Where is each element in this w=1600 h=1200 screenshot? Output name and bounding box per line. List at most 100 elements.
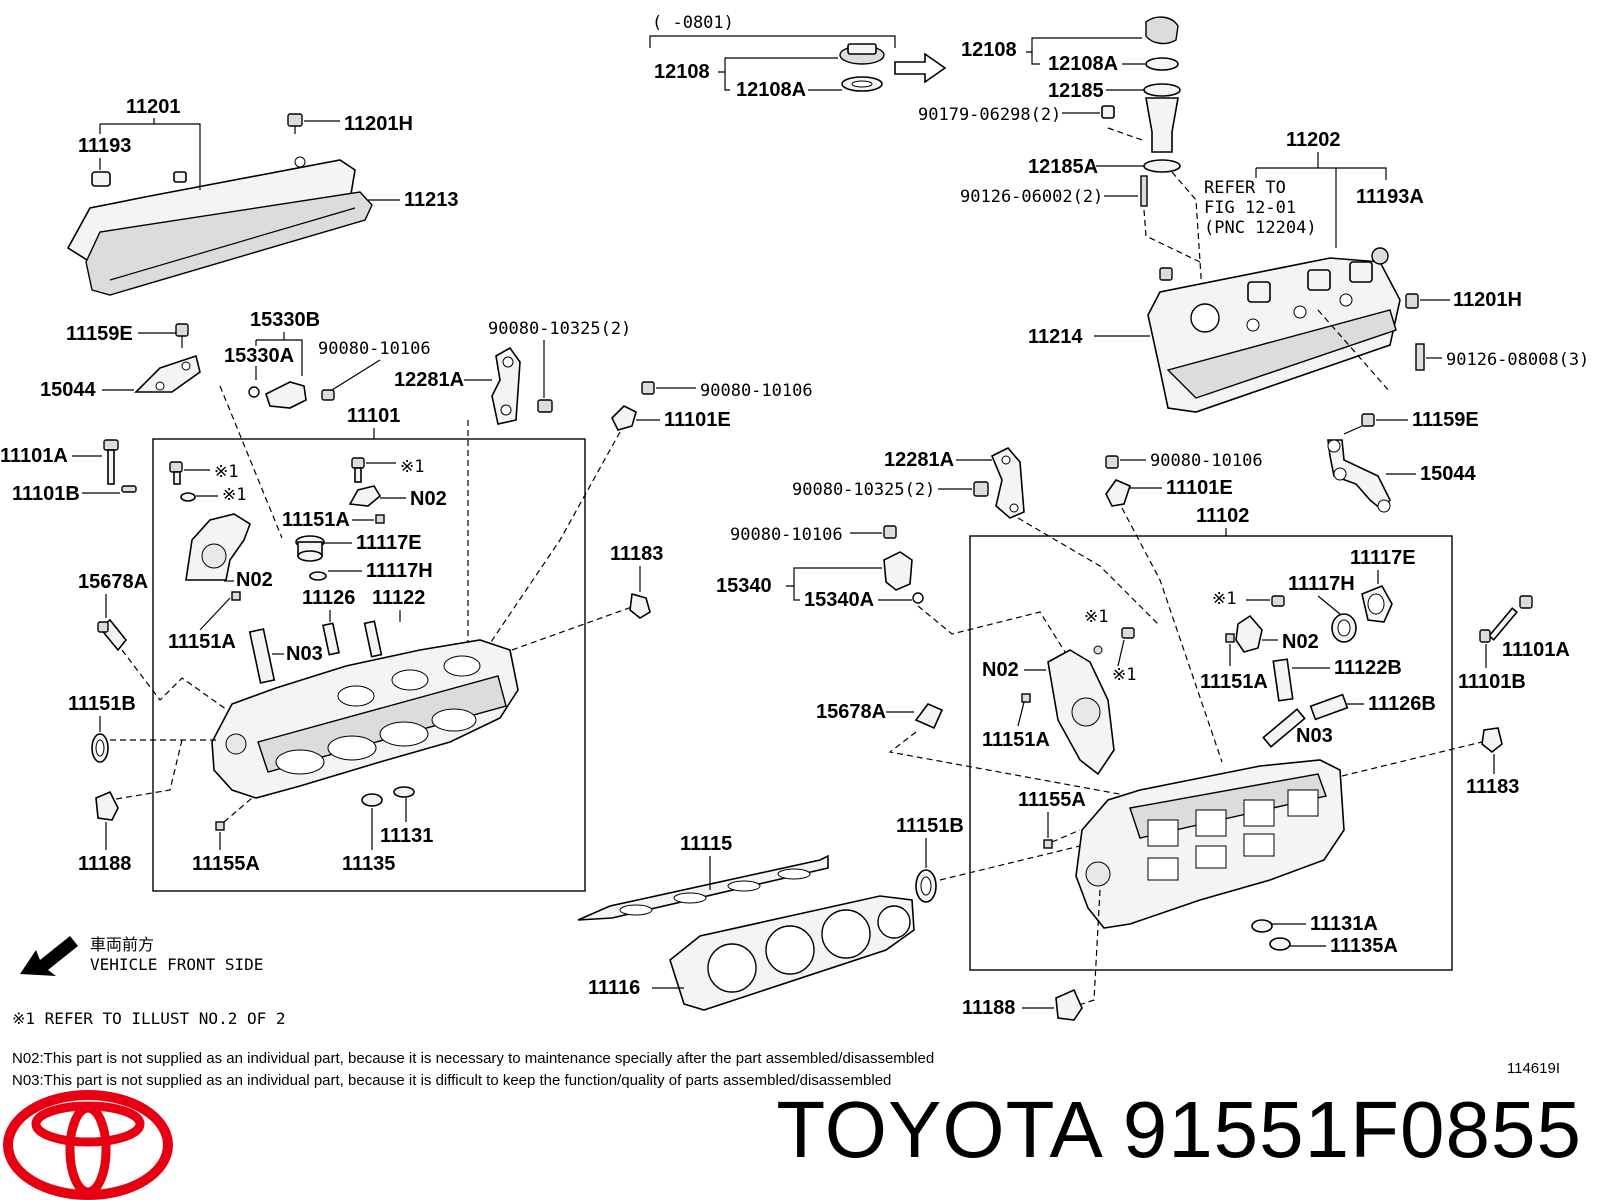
bolt-90080-10106-d [883, 525, 897, 539]
label-11201H-left: 11201H [344, 113, 413, 135]
dashed-11188-left [109, 739, 183, 801]
range-bracket [649, 35, 896, 48]
dashed-90179 [1107, 127, 1143, 141]
label-11116: 11116 [588, 977, 640, 999]
label-90080-10325-a: 90080-10325(2) [488, 319, 631, 339]
pin-11151A-a [375, 514, 385, 524]
plug-11183-right [1481, 727, 1503, 754]
dashed-11101E-right [1121, 507, 1223, 763]
label-15678A-right: 15678A [816, 701, 886, 723]
dashed-11101E-left [471, 431, 621, 671]
box-11102 [969, 535, 1453, 971]
dashed-11183-left [511, 603, 641, 651]
mark1-d: ※1 [1212, 589, 1236, 609]
label-90080-10106-b: 90080-10106 [700, 381, 813, 401]
label-11151A-c: 11151A [1200, 671, 1268, 693]
label-15044-left: 15044 [40, 379, 96, 401]
label-11202: 11202 [1286, 129, 1341, 151]
direction-en: VEHICLE FRONT SIDE [90, 955, 263, 974]
mark1-e: ※1 [1084, 607, 1108, 627]
label-12281A-right: 12281A [884, 449, 954, 471]
label-12108A-left: 12108A [736, 79, 806, 101]
seal-11151B-right [915, 869, 937, 903]
bracket-n02-c [1235, 614, 1263, 653]
label-15044-right: 15044 [1420, 463, 1476, 485]
leader-90080-10106-a [331, 359, 381, 391]
label-15678A-left: 15678A [78, 571, 148, 593]
label-11201: 11201 [126, 96, 181, 118]
bolt-90080-10106-b [641, 381, 655, 395]
dashed-11155A-left [223, 797, 253, 823]
label-11101: 11101 [347, 405, 400, 427]
dashed-ocv-left [219, 385, 283, 539]
leader-11151A-d [1017, 701, 1025, 727]
label-11135A: 11135A [1330, 935, 1398, 957]
note-refer-illust: ※1 REFER TO ILLUST NO.2 OF 2 [12, 1009, 286, 1028]
label-90080-10106-a: 90080-10106 [318, 339, 431, 359]
label-90080-10106-c: 90080-10106 [1150, 451, 1263, 471]
pin-11151A-c [1225, 633, 1235, 643]
label-12185: 12185 [1048, 80, 1104, 102]
bracket-15044-right [1327, 439, 1391, 513]
label-11101E-right: 11101E [1166, 477, 1233, 499]
tube-11126B [1309, 693, 1349, 721]
dashed-11151B-right [939, 845, 1081, 881]
note-n03: N03:This part is not supplied as an indi… [12, 1072, 892, 1089]
label-11101B-right: 11101B [1458, 671, 1526, 693]
label-11201H-right: 11201H [1453, 289, 1522, 311]
label-11188-right: 11188 [962, 997, 1015, 1019]
dashed-11155A-right [1051, 829, 1081, 843]
label-N02-a: N02 [410, 488, 447, 510]
label-11193: 11193 [78, 135, 131, 157]
label-N02-b: N02 [236, 569, 273, 591]
illustration-code: 114619I [1506, 1060, 1560, 1077]
bolt-90080-10106-c [1105, 455, 1119, 469]
label-11101B-left: 11101B [12, 483, 80, 505]
label-90080-10325-b: 90080-10325(2) [792, 480, 935, 500]
label-12108-left: 12108 [654, 61, 710, 83]
leader-12108A-left [724, 72, 842, 91]
label-11117H-left: 11117H [366, 560, 433, 582]
pin-11155A-right [1043, 839, 1053, 849]
seal-11135 [361, 793, 383, 807]
bracket-11202 [1255, 167, 1387, 248]
washer-11101B-right [1479, 629, 1491, 643]
tube-N03-left [248, 628, 276, 684]
refer-line-3: (PNC 12204) [1204, 218, 1317, 238]
oil-control-valve-left [248, 381, 335, 409]
label-N03-left: N03 [286, 643, 323, 665]
seal-11135A [1269, 937, 1291, 951]
leader-11126-11122 [329, 610, 401, 622]
label-90126-06002: 90126-06002(2) [960, 187, 1103, 207]
label-N03-right: N03 [1296, 725, 1333, 747]
label-11151A-b: 11151A [168, 631, 236, 653]
oil-control-valve-right [883, 551, 924, 604]
dashed-15678A-left [121, 649, 231, 713]
bracket-15330B [255, 332, 303, 376]
leader-15340A [793, 586, 912, 601]
engine-hanger-right [973, 447, 1025, 519]
label-11151A-d: 11151A [982, 729, 1050, 751]
bolt-11101A-right [1488, 595, 1533, 641]
sensor-15678A-right [914, 703, 944, 730]
pin-11151A-d [1021, 693, 1031, 703]
leader-mark1-f [1117, 639, 1125, 667]
gasket-11115 [577, 854, 829, 921]
leader-15340 [786, 567, 882, 587]
plug-11188-right [1055, 988, 1083, 1021]
bracket-n02-a [348, 485, 382, 507]
plug-11188-left [95, 790, 119, 821]
tubes-11126-11122 [322, 620, 383, 658]
bracket-15044-left [134, 354, 201, 393]
label-11115: 11115 [680, 833, 732, 855]
bolt-11159E-right [1343, 413, 1375, 435]
label-11101A-left: 11101A [0, 445, 68, 467]
note-n02: N02:This part is not supplied as an indi… [12, 1050, 935, 1067]
label-15340: 15340 [716, 575, 772, 597]
leader-11117H-right [1317, 595, 1341, 615]
label-15330B: 15330B [250, 309, 320, 331]
toyota-logo [3, 1090, 173, 1200]
plug-11183-left [629, 592, 651, 619]
label-11214: 11214 [1028, 326, 1083, 348]
brand-part-title: TOYOTA 91551F0855 [776, 1085, 1582, 1174]
